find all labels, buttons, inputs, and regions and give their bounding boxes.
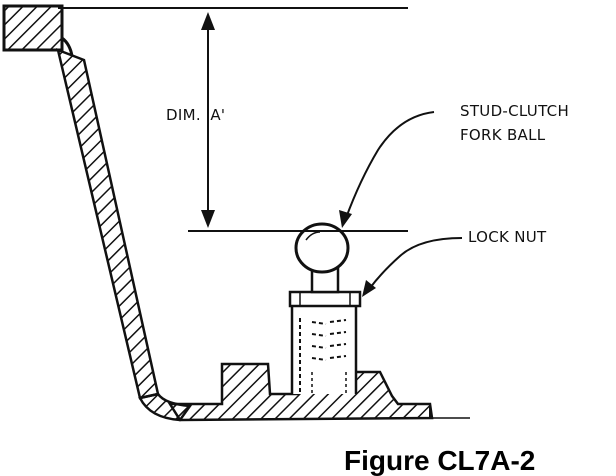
housing-top-flange: [2, 4, 74, 57]
lock-nut-leader-line: [362, 237, 463, 297]
lock-nut: [288, 290, 362, 308]
lock-nut-label: LOCK NUT: [468, 228, 547, 246]
stud-clutch-label: STUD-CLUTCH: [460, 102, 569, 120]
stud-leader-line: [339, 111, 435, 228]
figure-caption: Figure CL7A-2: [344, 445, 535, 476]
dimension-a-arrow: [201, 12, 215, 228]
dim-a-label: DIM. 'A': [166, 106, 225, 124]
stud-boss: [290, 302, 358, 394]
stud-ball: [294, 222, 350, 294]
fork-ball-label: FORK BALL: [460, 126, 546, 144]
